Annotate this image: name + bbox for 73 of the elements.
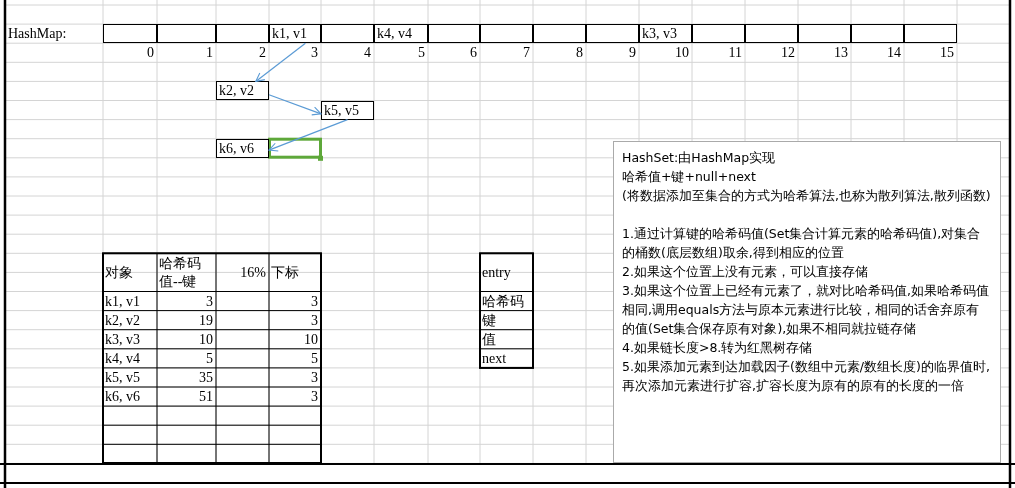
array-cell bbox=[851, 24, 904, 44]
note-text: 哈希值+键+null+next bbox=[622, 168, 757, 186]
table-text: 10 bbox=[198, 330, 213, 348]
table-text: 10 bbox=[303, 330, 318, 348]
note-text: 1.通过计算键的哈希码值(Set集合计算元素的哈希码值),对集合的桶数(底层数组)取余,得到相应的位置 bbox=[622, 225, 982, 262]
index-number: 7 bbox=[522, 44, 530, 62]
array-cell bbox=[533, 24, 586, 44]
note-text: 3.如果这个位置上已经有元素了，就对比哈希码值,如果哈希码值相同,调用equals方法与原本元素进行比较，相同的话舍弃原有的值(Set集合保存原有对象),如果不相同就拉链存储 bbox=[622, 282, 990, 338]
index-number: 15 bbox=[939, 44, 954, 62]
array-cell: k1, v1 bbox=[269, 24, 321, 44]
arrow bbox=[268, 119, 349, 152]
array-cell bbox=[216, 24, 269, 44]
table-text: k3, v3 bbox=[105, 330, 141, 348]
index-number: 10 bbox=[674, 44, 689, 62]
note-text: (将数据添加至集合的方式为哈希算法,也称为散列算法,散列函数) bbox=[622, 187, 992, 205]
note-text: 5.如果添加元素到达加载因子(数组中元素/数组长度)的临界值时,再次添加元素进行扩容,扩容长度为原有的原有的长度的一倍 bbox=[622, 358, 991, 395]
entry-box: k2, v2 bbox=[216, 81, 269, 101]
table-text: k2, v2 bbox=[105, 311, 141, 329]
table-text: 3 bbox=[310, 388, 318, 406]
column-header: 下标 bbox=[271, 263, 300, 281]
array-cell bbox=[692, 24, 745, 44]
table-text: 3 bbox=[205, 292, 213, 310]
table-text: 哈希码 bbox=[482, 292, 525, 310]
array-cell bbox=[904, 24, 957, 44]
index-number: 13 bbox=[833, 44, 848, 62]
note-text: HashSet:由HashMap实现 bbox=[622, 149, 777, 167]
array-cell bbox=[586, 24, 639, 44]
column-header: 16% bbox=[239, 263, 266, 281]
index-number: 14 bbox=[886, 44, 901, 62]
note-text: 2.如果这个位置上没有元素，可以直接存储 bbox=[622, 263, 869, 281]
table-text: 3 bbox=[310, 368, 318, 386]
array-cell bbox=[480, 24, 533, 44]
arrow bbox=[268, 94, 322, 116]
array-cell bbox=[103, 24, 157, 44]
table-text: entry bbox=[482, 263, 512, 281]
index-number: 12 bbox=[780, 44, 795, 62]
table-text: k4, v4 bbox=[105, 349, 141, 367]
table-text: 19 bbox=[198, 311, 213, 329]
table-text: 值 bbox=[482, 330, 497, 348]
index-number: 11 bbox=[727, 44, 742, 62]
table-text: 51 bbox=[198, 388, 213, 406]
index-number: 0 bbox=[146, 44, 154, 62]
index-number: 8 bbox=[575, 44, 583, 62]
index-number: 6 bbox=[469, 44, 477, 62]
array-cell bbox=[798, 24, 851, 44]
column-header: 哈希码值--键 bbox=[159, 255, 202, 292]
table-text: 3 bbox=[310, 292, 318, 310]
table-text: next bbox=[482, 349, 508, 367]
array-cell bbox=[745, 24, 798, 44]
index-number: 9 bbox=[628, 44, 636, 62]
table-text: k6, v6 bbox=[105, 388, 141, 406]
table-text: 5 bbox=[205, 349, 213, 367]
note-box bbox=[613, 141, 1001, 463]
index-number: 2 bbox=[258, 44, 266, 62]
note-text: 4.如果链长度>8.转为红黑树存储 bbox=[622, 339, 814, 357]
index-number: 4 bbox=[363, 44, 371, 62]
array-cell: k4, v4 bbox=[374, 24, 428, 44]
table-text: k1, v1 bbox=[105, 292, 141, 310]
sheet-label: HashMap: bbox=[8, 25, 68, 43]
table-text: k5, v5 bbox=[105, 368, 141, 386]
table-text: 35 bbox=[198, 368, 213, 386]
table-text: 3 bbox=[310, 311, 318, 329]
column-header: 对象 bbox=[105, 263, 134, 281]
table-text: 5 bbox=[310, 349, 318, 367]
index-number: 1 bbox=[205, 44, 213, 62]
array-cell bbox=[321, 24, 374, 44]
arrow bbox=[255, 42, 306, 82]
array-cell bbox=[157, 24, 216, 44]
array-cell bbox=[428, 24, 480, 44]
index-number: 3 bbox=[310, 44, 318, 62]
array-cell: k3, v3 bbox=[639, 24, 692, 44]
table-text: 键 bbox=[482, 311, 497, 329]
index-number: 5 bbox=[417, 44, 425, 62]
